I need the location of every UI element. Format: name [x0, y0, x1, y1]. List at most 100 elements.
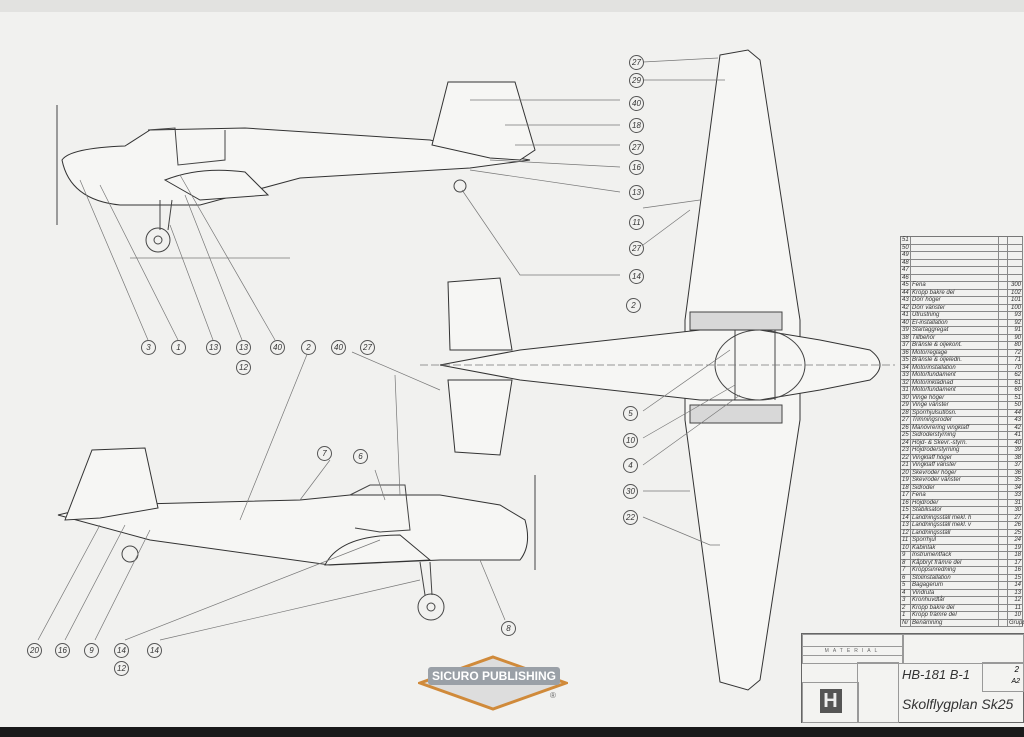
part-blank	[999, 567, 1008, 574]
part-number: 34	[901, 364, 911, 371]
part-name	[911, 252, 999, 259]
parts-list-row: 51	[901, 237, 1023, 245]
part-blank	[999, 387, 1008, 394]
part-number: 12	[901, 529, 911, 536]
parts-ref-cells	[902, 634, 1024, 664]
signature-cells	[857, 662, 899, 723]
part-blank	[999, 379, 1008, 386]
part-name: Kronhuvdtår	[911, 597, 999, 604]
part-group: 13	[1008, 589, 1023, 596]
part-name	[911, 244, 999, 251]
part-blank	[999, 342, 1008, 349]
part-name: Vingklaff vänster	[911, 462, 999, 469]
part-group: 43	[1008, 417, 1023, 424]
part-group	[1008, 244, 1023, 251]
part-name: Motorinstallation	[911, 364, 999, 371]
part-blank	[999, 289, 1008, 296]
header-nr: Nr	[901, 619, 911, 626]
part-name: Vingklaff höger	[911, 454, 999, 461]
callout-top-view: 40	[629, 96, 644, 111]
part-blank	[999, 469, 1008, 476]
sheet-edge	[0, 0, 1024, 12]
part-group	[1008, 259, 1023, 266]
callout-top-view: 5	[623, 406, 638, 421]
part-number: 44	[901, 289, 911, 296]
part-number: 2	[901, 604, 911, 611]
part-group: 24	[1008, 537, 1023, 544]
part-name: Utrustning	[911, 312, 999, 319]
part-name: Bagagerum	[911, 582, 999, 589]
part-group: 90	[1008, 334, 1023, 341]
part-blank	[999, 477, 1008, 484]
header-blank	[999, 619, 1008, 626]
part-name: Höjdroder	[911, 499, 999, 506]
part-group: 80	[1008, 342, 1023, 349]
part-name: Kropp främre del	[911, 612, 999, 619]
part-group: 101	[1008, 297, 1023, 304]
part-group: 35	[1008, 477, 1023, 484]
part-blank	[999, 612, 1008, 619]
side-view-upper	[56, 81, 621, 341]
part-blank	[999, 372, 1008, 379]
part-name: Sporrhjul	[911, 537, 999, 544]
part-group: 62	[1008, 372, 1023, 379]
part-number: 38	[901, 334, 911, 341]
part-group: 26	[1008, 522, 1023, 529]
sheet-cell: 2 A2	[982, 662, 1024, 692]
part-name: Skevroder vänster	[911, 477, 999, 484]
part-blank	[999, 334, 1008, 341]
part-number: 42	[901, 304, 911, 311]
part-number: 21	[901, 462, 911, 469]
part-number: 43	[901, 297, 911, 304]
part-number: 46	[901, 274, 911, 281]
part-blank	[999, 582, 1008, 589]
part-blank	[999, 402, 1008, 409]
callout-side-bottom: 7	[317, 446, 332, 461]
part-name: Vindruta	[911, 589, 999, 596]
part-name: El-installation	[911, 319, 999, 326]
publisher-watermark: SICURO PUBLISHING ®	[418, 655, 568, 711]
part-number: 49	[901, 252, 911, 259]
part-name	[911, 274, 999, 281]
part-group: 300	[1008, 282, 1023, 289]
part-group: 70	[1008, 364, 1023, 371]
sheet-edge	[0, 727, 1024, 737]
part-group: 51	[1008, 394, 1023, 401]
part-name: Motorfundament	[911, 387, 999, 394]
part-number: 30	[901, 394, 911, 401]
part-group: 25	[1008, 529, 1023, 536]
callout-top-view: 16	[629, 160, 644, 175]
part-name: Landningsställ	[911, 529, 999, 536]
header-group: Grupp	[1009, 619, 1024, 626]
part-blank	[999, 319, 1008, 326]
callout-top-view: 4	[623, 458, 638, 473]
part-number: 32	[901, 379, 911, 386]
part-name: Startaggregat	[911, 327, 999, 334]
callout-side-bottom: 14	[147, 643, 162, 658]
part-number: 10	[901, 544, 911, 551]
part-blank	[999, 574, 1008, 581]
side-view-lower	[37, 351, 536, 641]
part-name: Stabilisator	[911, 507, 999, 514]
part-name: Bränsle & oljeledn.	[911, 357, 999, 364]
part-number: 47	[901, 267, 911, 274]
